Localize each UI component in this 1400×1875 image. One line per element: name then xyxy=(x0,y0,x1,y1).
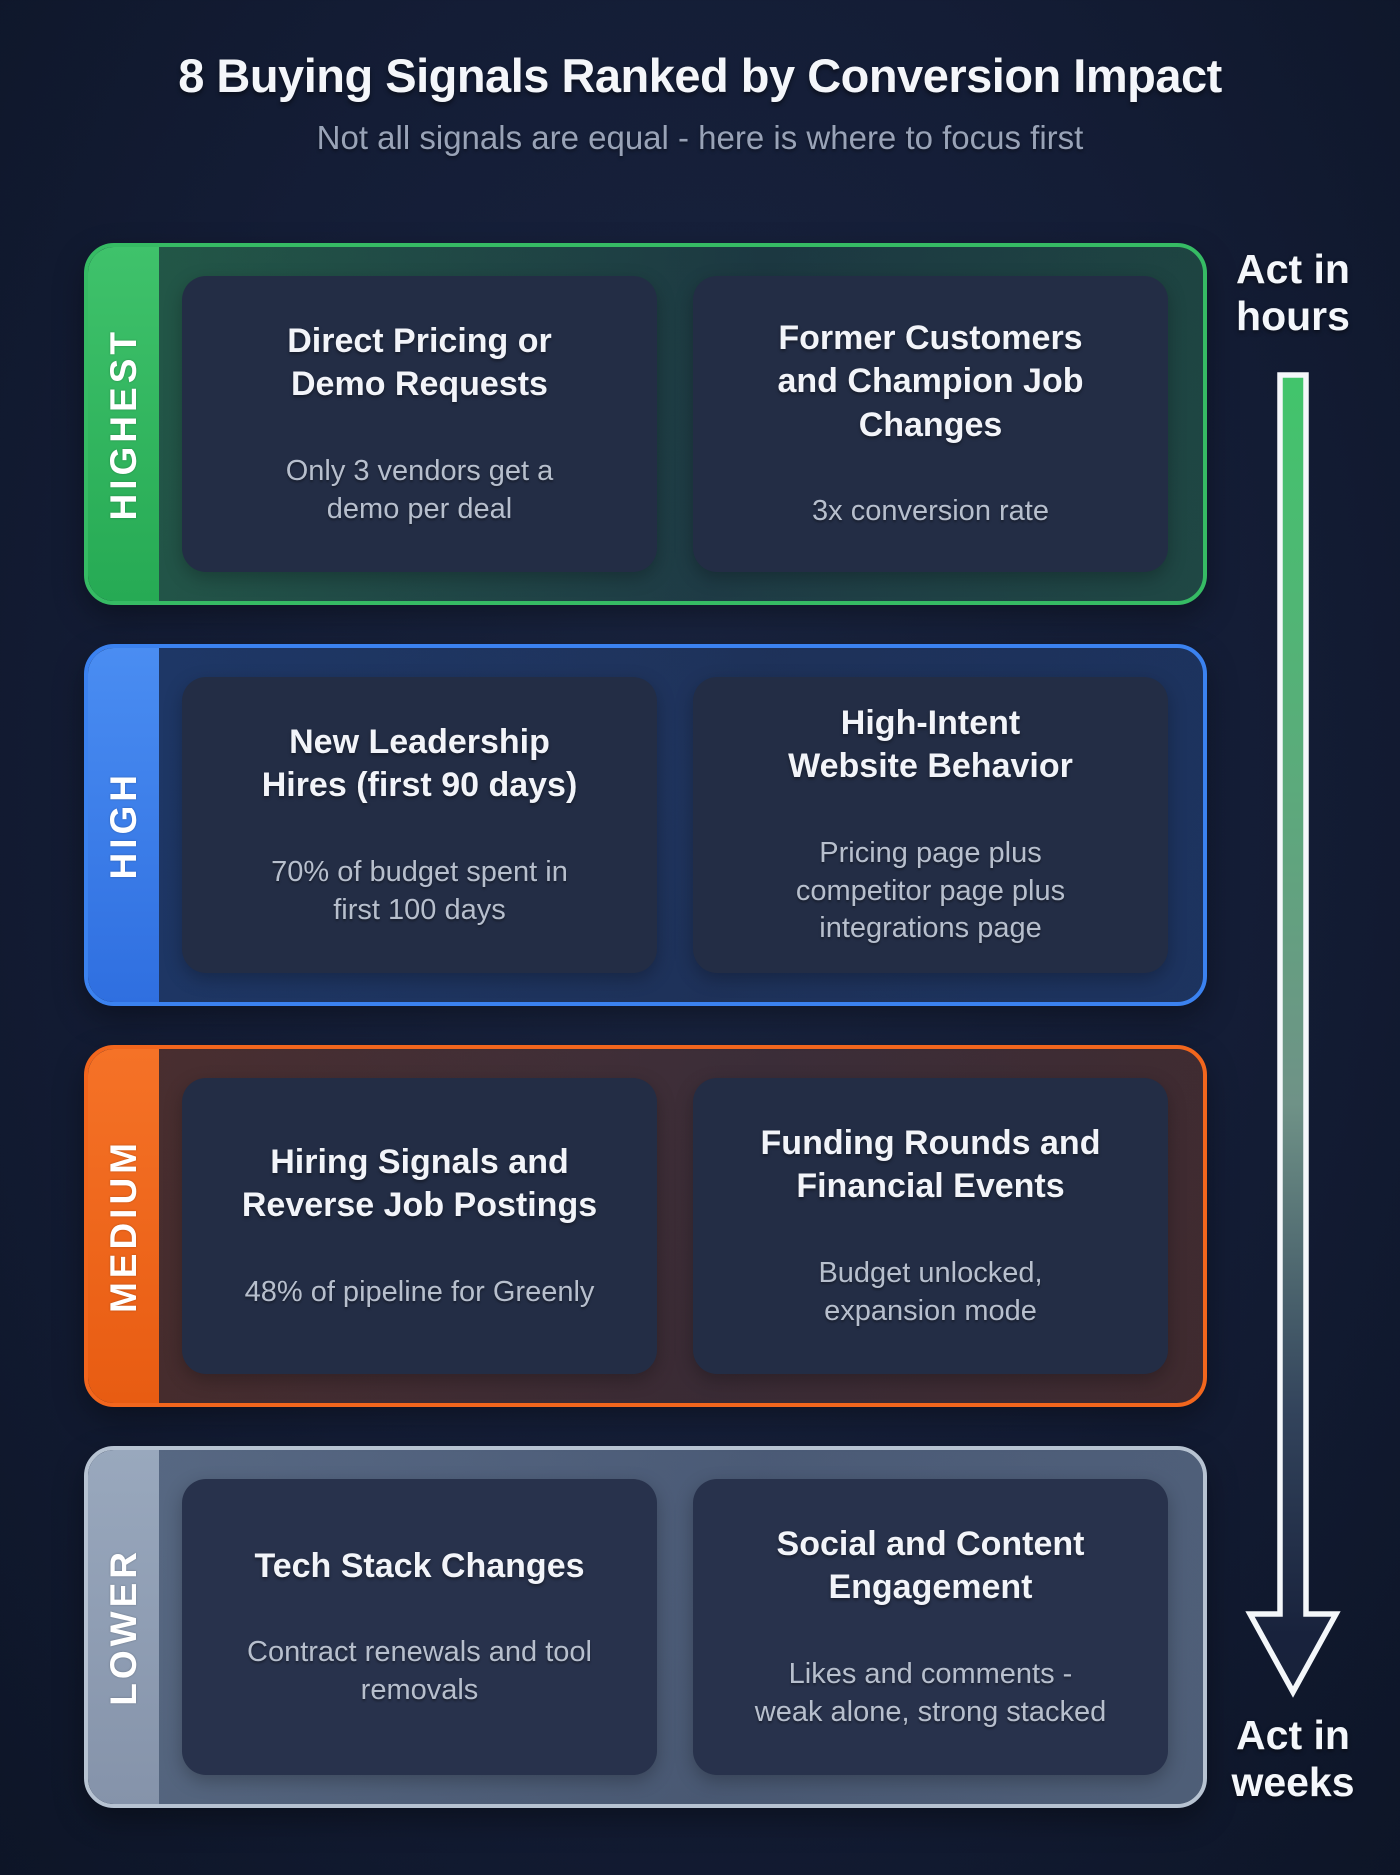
signal-card-tech-stack: Tech Stack Changes Contract renewals and… xyxy=(182,1479,657,1775)
card-title: Former Customers and Champion Job Change… xyxy=(777,318,1084,444)
tier-high-content: New Leadership Hires (first 90 days) 70%… xyxy=(159,648,1203,1002)
signal-card-social-engagement: Social and Content Engagement Likes and … xyxy=(693,1479,1168,1775)
tier-lower-band: LOWER xyxy=(88,1450,159,1804)
tier-highest-label: HIGHEST xyxy=(102,327,144,521)
signal-card-website-behavior: High-Intent Website Behavior Pricing pag… xyxy=(693,677,1168,973)
tier-highest-content: Direct Pricing or Demo Requests Only 3 v… xyxy=(159,247,1203,601)
tier-highest: HIGHEST Direct Pricing or Demo Requests … xyxy=(84,243,1207,605)
card-title: Direct Pricing or Demo Requests xyxy=(287,321,552,404)
tier-high-label: HIGH xyxy=(102,770,144,880)
card-desc: 48% of pipeline for Greenly xyxy=(244,1275,595,1308)
card-desc: Budget unlocked, expansion mode xyxy=(818,1256,1043,1327)
card-title: High-Intent Website Behavior xyxy=(788,703,1073,786)
tier-lower-label: LOWER xyxy=(102,1548,144,1706)
act-in-weeks-label: Act in weeks xyxy=(1231,1712,1355,1806)
act-in-hours-label: Act in hours xyxy=(1236,246,1350,340)
card-title: Funding Rounds and Financial Events xyxy=(760,1123,1101,1206)
card-desc: 70% of budget spent in first 100 days xyxy=(271,855,568,926)
tier-medium-band: MEDIUM xyxy=(88,1049,159,1403)
tier-highest-band: HIGHEST xyxy=(88,247,159,601)
card-title: Social and Content Engagement xyxy=(776,1524,1085,1607)
signal-card-funding-rounds: Funding Rounds and Financial Events Budg… xyxy=(693,1078,1168,1374)
card-desc: Only 3 vendors get a demo per deal xyxy=(285,454,554,525)
timeline-down-arrow-icon xyxy=(1238,372,1348,1702)
signal-card-hiring-signals: Hiring Signals and Reverse Job Postings … xyxy=(182,1078,657,1374)
tier-medium: MEDIUM Hiring Signals and Reverse Job Po… xyxy=(84,1045,1207,1407)
card-title: Hiring Signals and Reverse Job Postings xyxy=(241,1142,598,1225)
tier-lower: LOWER Tech Stack Changes Contract renewa… xyxy=(84,1446,1207,1808)
tier-list: HIGHEST Direct Pricing or Demo Requests … xyxy=(84,243,1207,1808)
card-desc: Contract renewals and tool removals xyxy=(247,1636,592,1706)
page-title: 8 Buying Signals Ranked by Conversion Im… xyxy=(178,49,1222,102)
card-desc: Pricing page plus competitor page plus i… xyxy=(795,836,1066,945)
card-desc: Likes and comments - weak alone, strong … xyxy=(754,1657,1107,1728)
signal-card-direct-pricing: Direct Pricing or Demo Requests Only 3 v… xyxy=(182,276,657,572)
tier-high: HIGH New Leadership Hires (first 90 days… xyxy=(84,644,1207,1006)
tier-lower-content: Tech Stack Changes Contract renewals and… xyxy=(159,1450,1203,1804)
tier-medium-content: Hiring Signals and Reverse Job Postings … xyxy=(159,1049,1203,1403)
card-title: New Leadership Hires (first 90 days) xyxy=(261,722,578,805)
card-desc: 3x conversion rate xyxy=(812,495,1049,528)
card-title: Tech Stack Changes xyxy=(254,1546,585,1585)
signal-card-leadership-hires: New Leadership Hires (first 90 days) 70%… xyxy=(182,677,657,973)
tier-medium-label: MEDIUM xyxy=(102,1138,144,1314)
page-subtitle: Not all signals are equal - here is wher… xyxy=(316,119,1084,156)
tier-high-band: HIGH xyxy=(88,648,159,1002)
signal-card-former-customers: Former Customers and Champion Job Change… xyxy=(693,276,1168,572)
